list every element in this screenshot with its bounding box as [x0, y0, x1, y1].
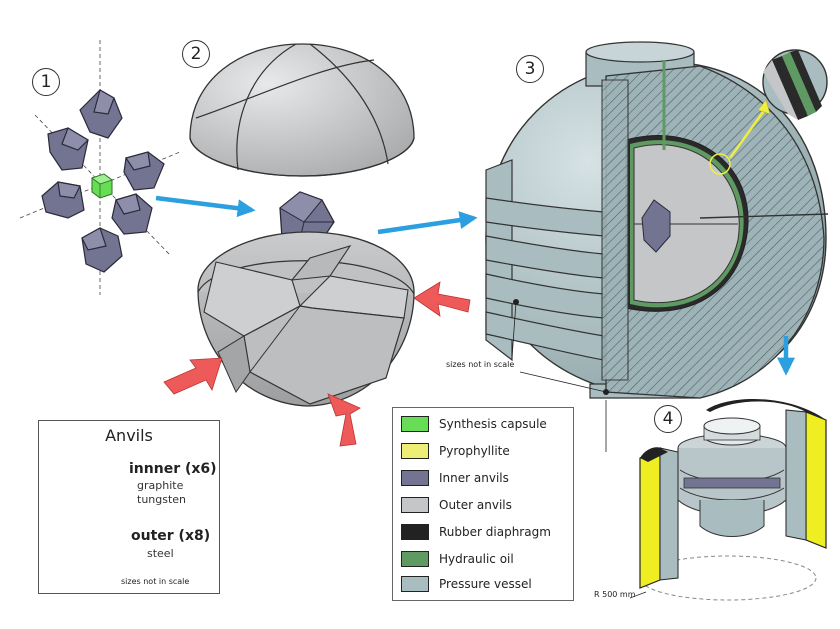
anvils-scale-note: sizes not in scale — [121, 577, 190, 586]
inner-material-1: graphite — [137, 479, 184, 492]
inner-anvil-top — [79, 89, 123, 139]
lower-bowl — [197, 231, 415, 407]
step4-cylinder-press — [629, 399, 827, 601]
step-number-1: 1 — [32, 68, 60, 96]
inner-anvil-bottom — [81, 227, 123, 273]
legend-item: Pressure vessel — [401, 574, 532, 594]
inner-anvil-upper-left — [47, 127, 89, 171]
legend-label: Pressure vessel — [439, 577, 532, 591]
legend-swatch — [401, 576, 429, 592]
legend-swatch — [401, 524, 429, 540]
anvils-box: Anvils innner (x6) graphite tungsten out… — [38, 420, 220, 594]
vessel-bands — [485, 159, 605, 362]
vessel-scale-note: sizes not in scale — [446, 360, 515, 369]
step3-pressure-vessel — [485, 41, 829, 452]
inner-anvil-section — [641, 199, 671, 253]
pressure-arrow-bottom — [327, 393, 361, 447]
legend-label: Inner anvils — [439, 471, 509, 485]
legend-item: Pyrophyllite — [401, 441, 510, 461]
legend-swatch — [401, 551, 429, 567]
legend-item: Inner anvils — [401, 468, 509, 488]
legend-item: Hydraulic oil — [401, 549, 514, 569]
step2-outer-anvil-assembly — [163, 43, 471, 447]
legend-label: Synthesis capsule — [439, 417, 547, 431]
axis-diagonal-b — [34, 114, 171, 256]
legend-item: Rubber diaphragm — [401, 522, 551, 542]
dimension-label: R 500 mm — [594, 590, 636, 599]
outer-material: steel — [147, 547, 174, 560]
legend-swatch — [401, 416, 429, 432]
legend-item: Outer anvils — [401, 495, 512, 515]
step-number-3: 3 — [516, 55, 544, 83]
legend-swatch — [401, 470, 429, 486]
step-number-4: 4 — [654, 405, 682, 433]
flow-arrow-2-to-3 — [377, 211, 478, 235]
step1-exploded-octahedron — [19, 40, 181, 295]
outer-anvil-label: outer (x8) — [131, 528, 211, 544]
step-number-2: 2 — [182, 40, 210, 68]
legend-swatch — [401, 497, 429, 513]
legend-swatch — [401, 443, 429, 459]
inner-anvil-lower-left — [41, 181, 85, 219]
inner-anvil-label: innner (x6) — [129, 461, 217, 477]
detail-zoom-circle — [762, 49, 828, 120]
legend-label: Pyrophyllite — [439, 444, 510, 458]
pressure-arrows — [163, 281, 471, 447]
legend-label: Hydraulic oil — [439, 552, 514, 566]
upper-dome — [189, 43, 415, 177]
inner-anvil-lower-right — [111, 193, 153, 235]
callout-origin — [709, 153, 731, 175]
legend-label: Rubber diaphragm — [439, 525, 551, 539]
callout-arrow — [728, 107, 768, 159]
legend-label: Outer anvils — [439, 498, 512, 512]
inner-material-2: tungsten — [137, 493, 187, 506]
synthesis-capsule-cube — [91, 173, 113, 199]
inner-anvil-upper-right — [123, 151, 165, 191]
legend: Synthesis capsule Pyrophyllite Inner anv… — [392, 407, 574, 601]
pressure-arrow-right — [413, 281, 471, 317]
legend-item: Synthesis capsule — [401, 414, 547, 434]
flow-arrow-1-to-2 — [155, 195, 256, 218]
pressure-arrow-left — [163, 357, 223, 395]
anvils-box-title: Anvils — [105, 426, 153, 445]
inner-press-stack — [677, 417, 787, 537]
